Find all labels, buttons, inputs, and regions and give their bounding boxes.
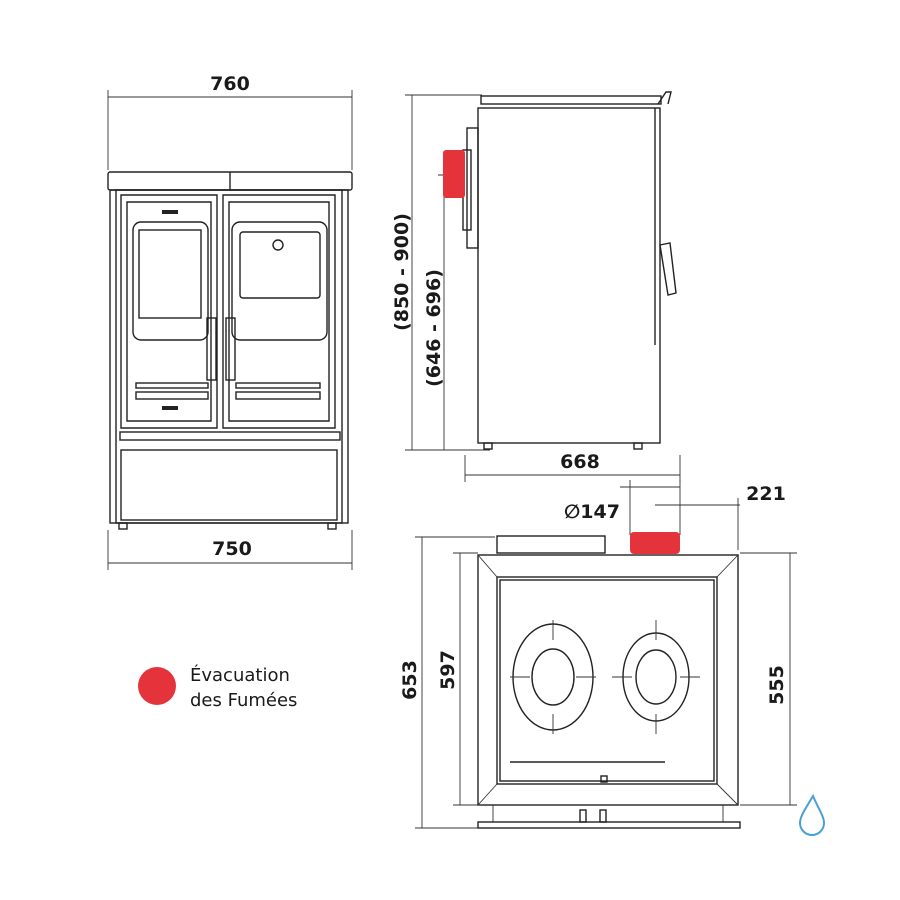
legend: Évacuation des Fumées: [138, 664, 297, 711]
dim-555: 555: [766, 665, 788, 705]
dim-646-696: (646 - 696): [423, 269, 445, 387]
watermark-drop-icon: [798, 793, 826, 836]
flue-outlet-top: [630, 532, 680, 554]
dim-760: 760: [210, 73, 250, 95]
dim-750: 750: [212, 538, 252, 560]
dim-597: 597: [437, 650, 459, 690]
side-view: (850 - 900) (646 - 696) 668: [391, 91, 681, 482]
dim-668: 668: [560, 451, 600, 473]
dim-850-900: (850 - 900): [391, 213, 413, 331]
dim-flue-diameter: ∅147: [564, 501, 620, 523]
dim-653: 653: [399, 660, 421, 700]
dim-221: 221: [746, 483, 786, 505]
legend-label-line1: Évacuation: [190, 664, 290, 686]
legend-label-line2: des Fumées: [190, 690, 297, 711]
front-view: 760 750: [107, 73, 353, 570]
flue-outlet-side: [443, 150, 465, 198]
legend-flue-swatch: [138, 667, 176, 705]
top-view: ∅147 221 653 597 555: [399, 480, 797, 829]
